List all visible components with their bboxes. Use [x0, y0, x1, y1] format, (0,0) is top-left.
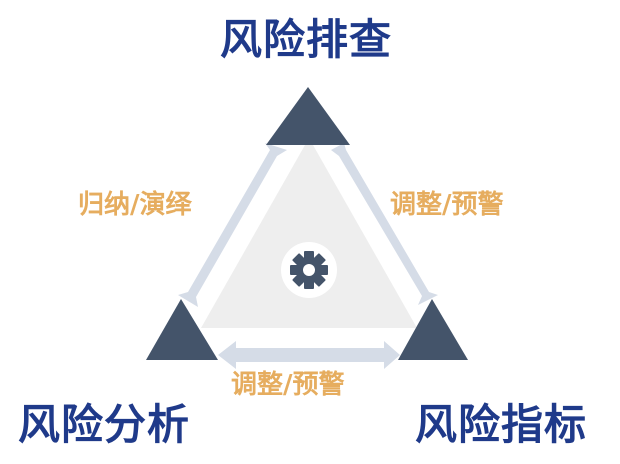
edge-label-bottom: 调整/预警	[231, 370, 345, 400]
edge-label-right: 调整/预警	[390, 190, 504, 220]
connector-right	[331, 143, 438, 305]
node-title-bottom-right: 风险指标	[415, 400, 588, 449]
edge-label-left: 归纳/演绎	[78, 190, 192, 220]
node-title-bottom-left: 风险分析	[18, 400, 191, 449]
center-triangle	[201, 138, 417, 328]
connector-bottom	[218, 341, 400, 369]
node-bottom-right-triangle	[398, 299, 468, 360]
node-top-triangle	[266, 87, 350, 145]
connectors	[178, 143, 438, 369]
node-title-top: 风险排查	[220, 15, 393, 64]
gear-icon	[281, 242, 337, 298]
node-bottom-left-triangle	[146, 299, 218, 360]
connector-left	[178, 143, 287, 307]
